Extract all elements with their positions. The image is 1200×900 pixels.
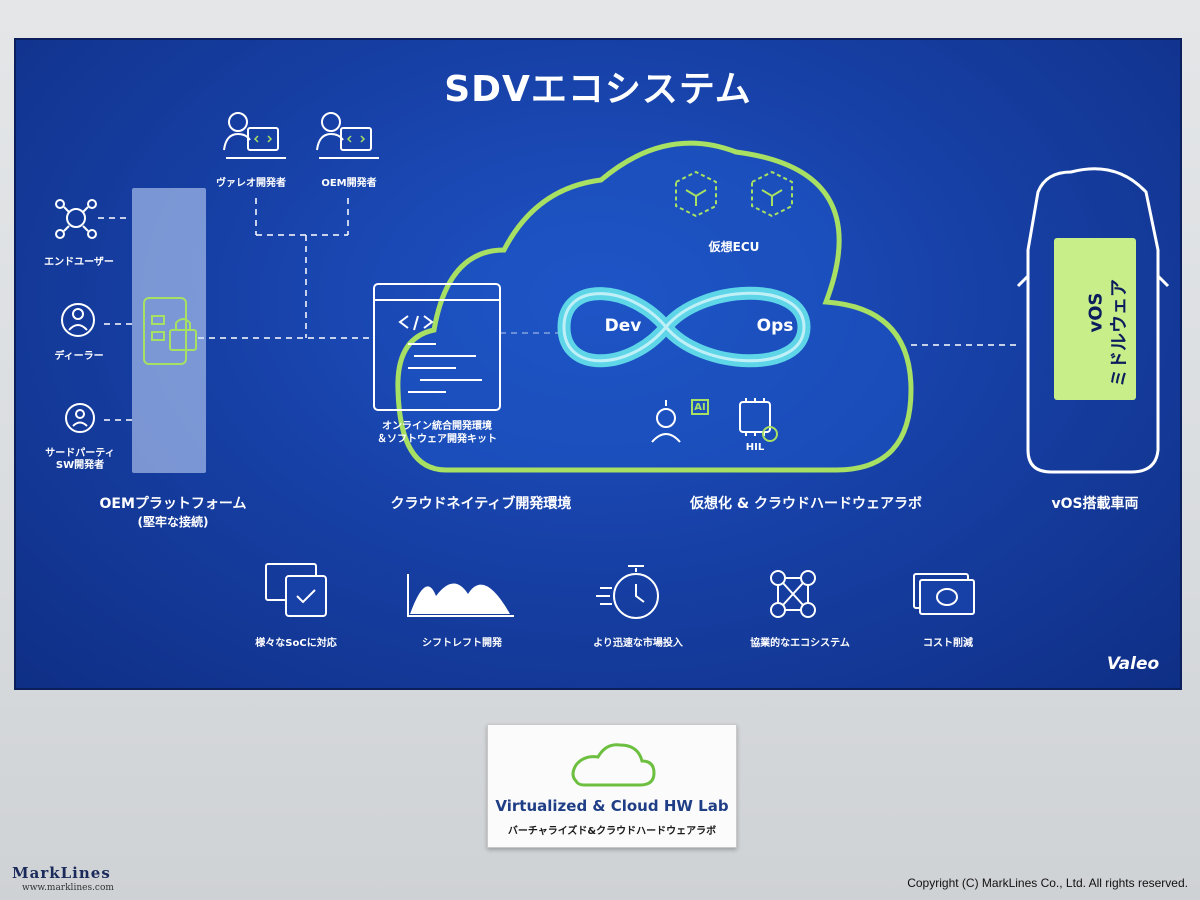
end-user-label: エンドユーザー bbox=[44, 257, 114, 268]
lab-sign: Virtualized & Cloud HW Lab バーチャライズド&クラウド… bbox=[487, 724, 737, 848]
third-party-label-2: SW開発者 bbox=[55, 460, 105, 471]
oem-developer-label: OEM開発者 bbox=[321, 178, 377, 189]
stopwatch-icon bbox=[596, 565, 659, 619]
oem-platform-panel bbox=[132, 188, 206, 473]
vos-middleware-panel bbox=[1054, 238, 1136, 400]
end-user-network-icon bbox=[55, 199, 97, 239]
vos-middleware-label: ミドルウェア bbox=[1109, 279, 1130, 387]
ide-label-1: オンライン統合開発環境 bbox=[382, 421, 492, 432]
oem-developer-icon bbox=[316, 112, 379, 159]
ide-window-icon bbox=[373, 283, 501, 411]
third-party-label-1: サードパーティ bbox=[45, 448, 115, 459]
benefit-label-shift-left: シフトレフト開発 bbox=[422, 638, 502, 649]
dealer-label: ディーラー bbox=[54, 351, 104, 362]
valeo-developer-label: ヴァレオ開発者 bbox=[216, 178, 286, 189]
sign-title-en: Virtualized & Cloud HW Lab bbox=[495, 797, 729, 815]
page-title: SDVエコシステム bbox=[444, 69, 752, 110]
ops-label: Ops bbox=[756, 316, 794, 336]
third-party-dev-icon bbox=[65, 403, 95, 433]
valeo-logo: Valeo bbox=[1106, 654, 1160, 674]
oem-platform-sublabel: (堅牢な接続) bbox=[137, 515, 209, 529]
ai-badge bbox=[691, 399, 709, 415]
oem-platform-label: OEMプラットフォーム bbox=[99, 496, 247, 512]
dealer-gear-icon bbox=[61, 303, 95, 337]
diagram-graphics bbox=[55, 112, 1170, 619]
valeo-developer-icon bbox=[223, 112, 286, 159]
phone-lock-icon bbox=[143, 297, 197, 365]
ai-robot-icon bbox=[651, 400, 681, 443]
money-icon bbox=[913, 573, 975, 615]
devices-check-icon bbox=[265, 563, 327, 617]
vehicle-outline bbox=[1016, 167, 1170, 474]
virtual-lab-label: 仮想化 & クラウドハードウェアラボ bbox=[690, 496, 922, 512]
cloud-native-label: クラウドネイティブ開発環境 bbox=[390, 496, 572, 512]
benefit-label-time-to-market: より迅速な市場投入 bbox=[593, 638, 683, 649]
vos-label: vOS bbox=[1085, 292, 1107, 333]
dev-label: Dev bbox=[604, 316, 642, 336]
area-chart-icon bbox=[407, 574, 514, 617]
marklines-logo: MarkLines bbox=[12, 864, 111, 882]
copyright-notice: Copyright (C) MarkLines Co., Ltd. All ri… bbox=[907, 876, 1188, 890]
ide-label-2: ＆ソフトウェア開発キット bbox=[377, 434, 497, 445]
sign-title-jp: バーチャライズド&クラウドハードウェアラボ bbox=[507, 826, 717, 837]
benefit-label-cost: コスト削減 bbox=[923, 638, 973, 649]
display-screen: SDVエコシステム bbox=[14, 38, 1182, 690]
marklines-url: www.marklines.com bbox=[22, 883, 114, 893]
vehicle-label: vOS搭載車両 bbox=[1051, 496, 1139, 512]
virtual-ecu-icon bbox=[675, 170, 793, 218]
ai-badge-label: AI bbox=[694, 402, 706, 413]
benefit-label-soc: 様々なSoCに対応 bbox=[255, 638, 337, 649]
network-people-icon bbox=[770, 570, 816, 618]
virtual-ecu-label: 仮想ECU bbox=[708, 240, 760, 254]
cloud-outline bbox=[395, 140, 914, 473]
hil-label: HIL bbox=[745, 442, 765, 453]
benefit-label-ecosystem: 協業的なエコシステム bbox=[750, 638, 850, 649]
cloud-icon bbox=[571, 743, 656, 787]
